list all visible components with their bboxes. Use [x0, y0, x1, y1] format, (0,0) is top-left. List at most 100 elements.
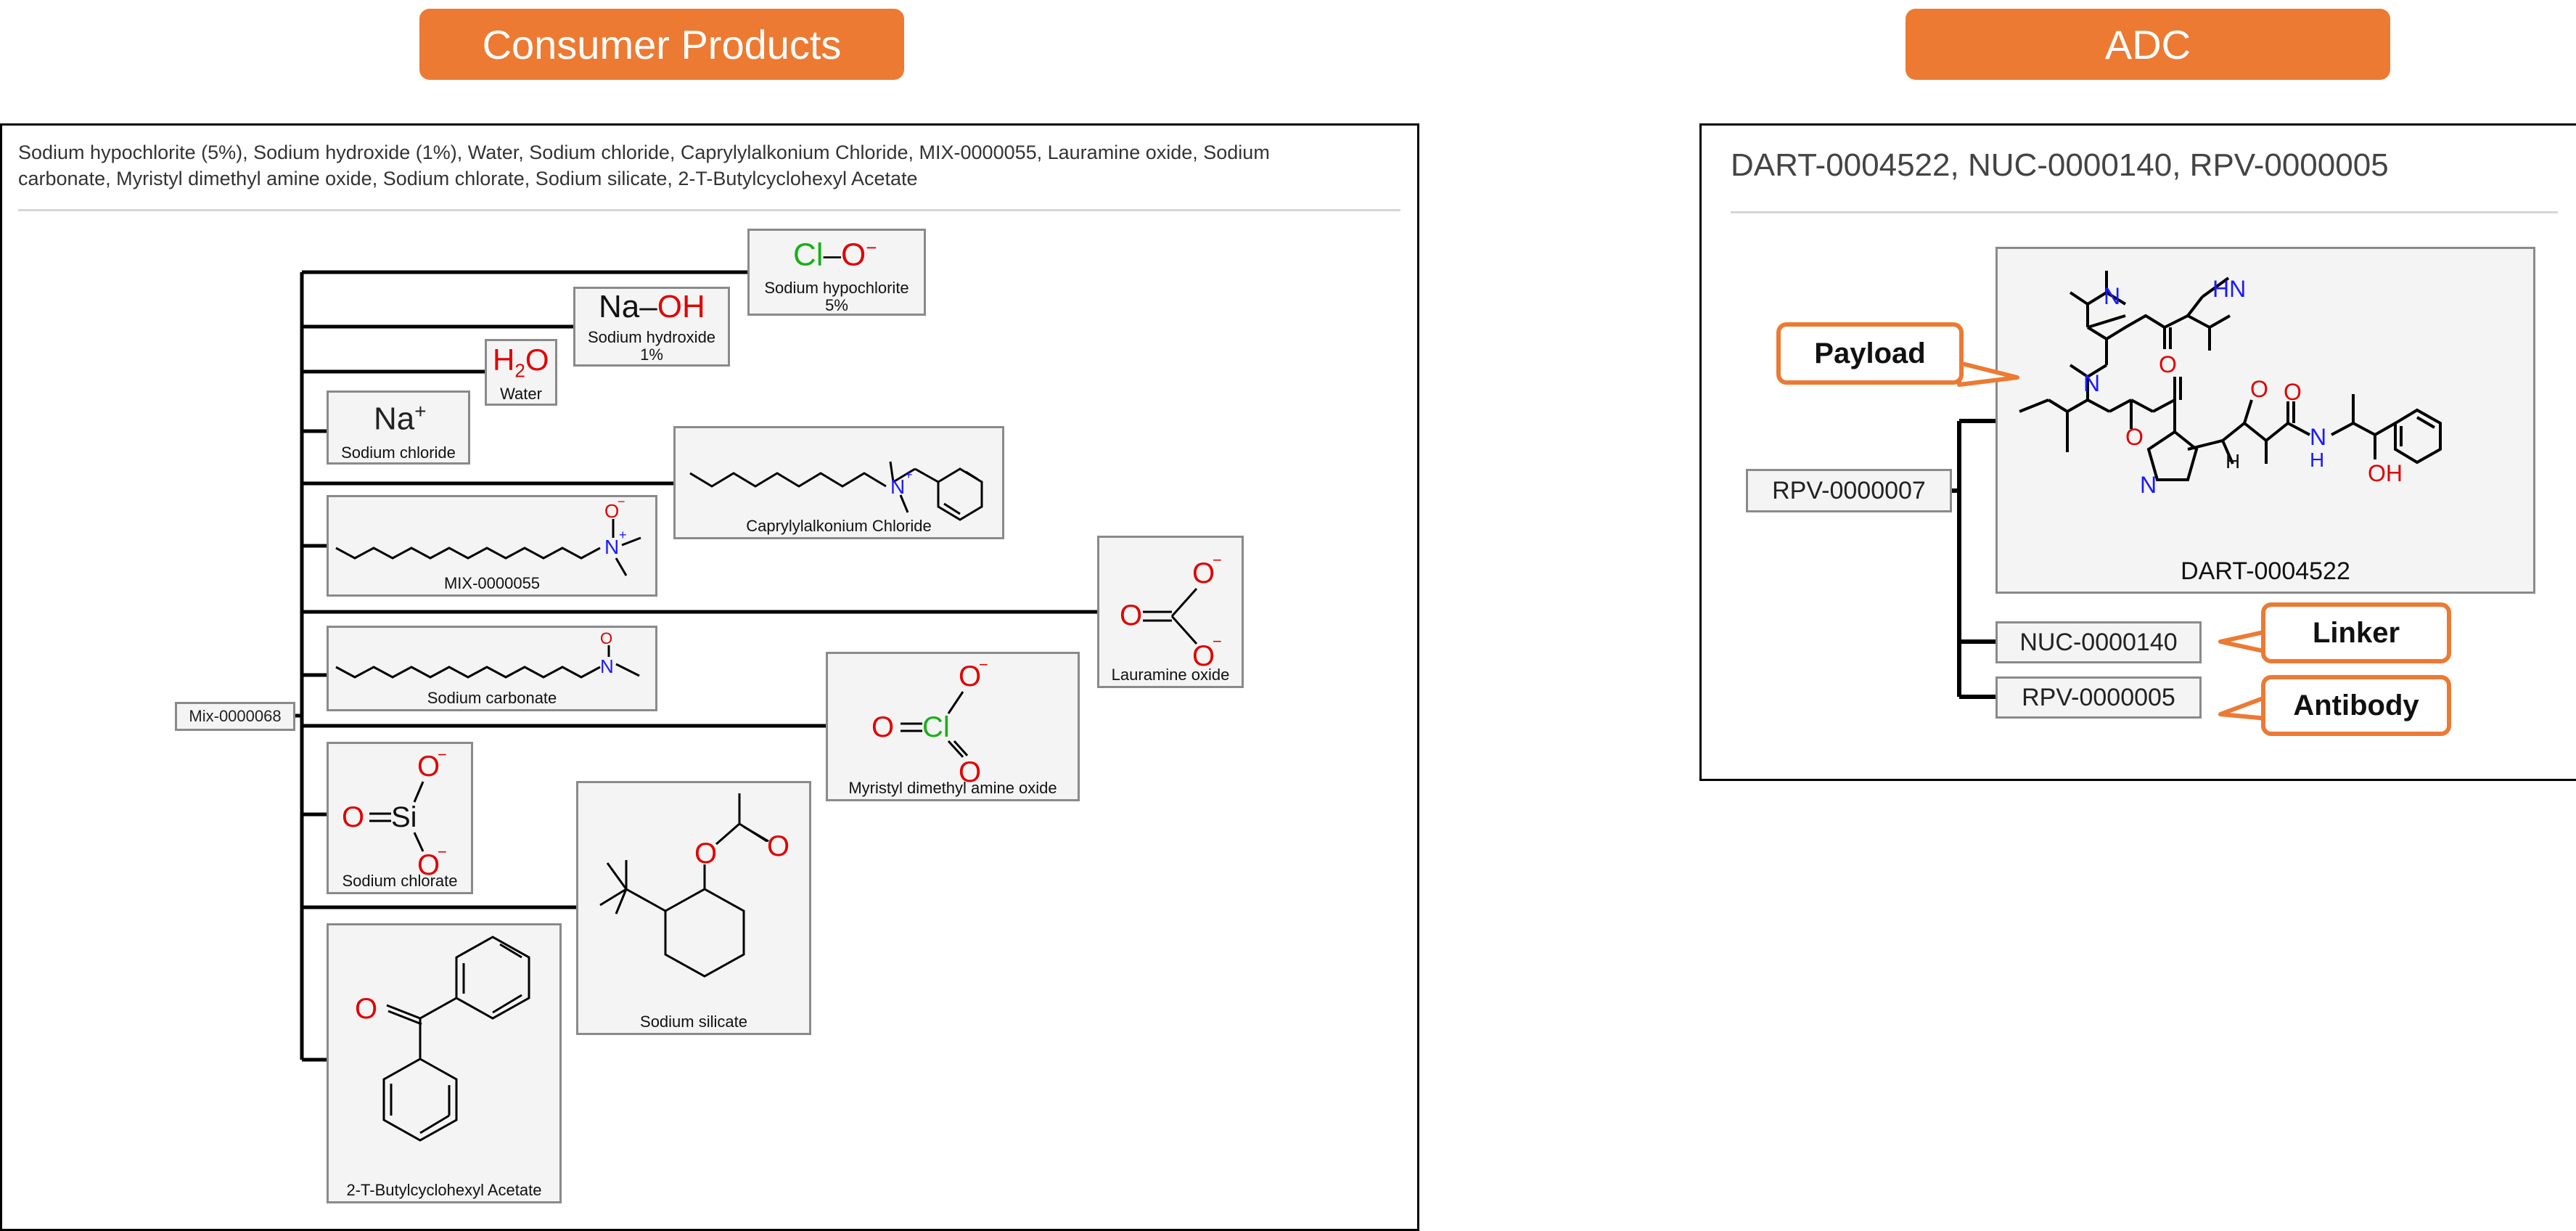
- svg-text:N: N: [604, 536, 619, 558]
- svg-text:Cl: Cl: [922, 711, 950, 743]
- component-label: Myristyl dimethyl amine oxide: [848, 779, 1057, 797]
- caprylylalkonium-structure: N +: [689, 461, 983, 521]
- component-label: 2-T-Butylcyclohexyl Acetate: [346, 1181, 542, 1199]
- svg-text:O: O: [2250, 376, 2268, 402]
- hypochlorite-formula: Cl–O−: [793, 237, 877, 273]
- butylcyclohexyl-acetate-structure: O: [355, 936, 530, 1142]
- component-sodium-chloride[interactable]: Na+ Sodium chloride: [327, 390, 470, 465]
- sodium-chlorate-structure: O Si O − O −: [342, 745, 447, 881]
- mixture-header-line1: Sodium hypochlorite (5%), Sodium hydroxi…: [18, 142, 1270, 163]
- svg-text:H: H: [2310, 449, 2324, 471]
- svg-text:H: H: [2226, 450, 2240, 473]
- adc-header: DART-0004522, NUC-0000140, RPV-0000005: [1731, 147, 2389, 183]
- svg-text:+: +: [619, 528, 627, 542]
- component-sodium-carbonate[interactable]: N O Sodium carbonate: [327, 626, 657, 711]
- payload-card[interactable]: N N HN O N O O O N H H OH DART-0004522: [1995, 247, 2535, 594]
- component-water[interactable]: H2O Water: [485, 339, 557, 406]
- component-label: MIX-0000055: [443, 574, 541, 592]
- component-label: Caprylylalkonium Chloride: [746, 517, 932, 535]
- water-formula: H2O: [493, 343, 549, 382]
- lauramine-oxide-structure: O O − O −: [1120, 551, 1222, 672]
- sodium-carbonate-structure: N O: [335, 629, 640, 679]
- component-label: Lauramine oxide: [1111, 666, 1230, 684]
- adc-root-node[interactable]: RPV-0000007: [1746, 469, 1952, 512]
- svg-text:O: O: [1192, 557, 1215, 589]
- svg-text:−: −: [1213, 632, 1222, 650]
- mix-0000055-structure: N + O −: [335, 494, 641, 576]
- antibody-id: RPV-0000005: [2022, 683, 2175, 711]
- mixture-root-label: Mix-0000068: [189, 707, 282, 725]
- payload-structure: N N HN O N O O O N H H OH: [2019, 271, 2442, 498]
- component-label: Sodium chloride: [341, 443, 456, 462]
- svg-text:O: O: [959, 756, 981, 788]
- sodium-ion-formula: Na+: [374, 400, 427, 437]
- component-label: Water: [500, 385, 542, 403]
- svg-text:O: O: [1192, 640, 1215, 672]
- svg-text:−: −: [438, 745, 447, 764]
- component-label: Sodium hypochlorite: [764, 279, 909, 297]
- svg-text:N: N: [2140, 472, 2157, 498]
- component-sodium-chlorate[interactable]: O Si O − O − Sodium chlorate: [327, 742, 473, 894]
- svg-text:O: O: [417, 751, 440, 782]
- svg-text:O: O: [694, 838, 717, 870]
- myristyl-structure: O Cl O − O: [871, 655, 988, 788]
- sodium-silicate-structure: O O: [599, 793, 789, 978]
- svg-text:O: O: [767, 830, 789, 862]
- payload-id: DART-0004522: [2181, 557, 2350, 585]
- consumer-products-banner: Consumer Products: [419, 9, 904, 80]
- component-sodium-hydroxide[interactable]: Na–OH Sodium hydroxide 1%: [573, 287, 730, 367]
- svg-text:O: O: [342, 801, 364, 833]
- svg-text:Si: Si: [391, 801, 417, 833]
- svg-text:O: O: [600, 629, 612, 647]
- component-percent: 5%: [825, 296, 848, 314]
- adc-header-divider: [1731, 211, 2558, 213]
- hydroxide-formula: Na–OH: [599, 289, 705, 324]
- component-lauramine-oxide[interactable]: O O − O − Lauramine oxide: [1097, 536, 1244, 688]
- svg-text:−: −: [618, 494, 625, 509]
- svg-text:−: −: [1213, 551, 1222, 569]
- component-percent: 1%: [640, 345, 663, 364]
- linker-node[interactable]: NUC-0000140: [1995, 621, 2202, 663]
- component-label: Sodium carbonate: [427, 689, 557, 707]
- svg-text:HN: HN: [2212, 276, 2246, 302]
- svg-text:O: O: [417, 849, 440, 881]
- svg-text:N: N: [2310, 424, 2326, 450]
- mixture-root-node[interactable]: Mix-0000068: [175, 702, 295, 731]
- svg-text:O: O: [871, 711, 894, 743]
- component-myristyl-dimethyl-amine-oxide[interactable]: O Cl O − O Myristyl dimethyl amine oxide: [826, 652, 1080, 801]
- mixture-header-line2: carbonate, Myristyl dimethyl amine oxide…: [18, 168, 918, 189]
- svg-text:O: O: [2159, 351, 2177, 377]
- svg-text:−: −: [438, 843, 447, 861]
- component-sodium-hypochlorite[interactable]: Cl–O− Sodium hypochlorite 5%: [747, 229, 926, 316]
- payload-callout: Payload: [1776, 322, 1964, 385]
- svg-text:O: O: [355, 993, 377, 1025]
- svg-text:N: N: [2104, 283, 2120, 309]
- antibody-callout: Antibody: [2261, 675, 2451, 736]
- component-label: Sodium hydroxide: [587, 328, 716, 346]
- linker-callout: Linker: [2261, 602, 2451, 663]
- component-2-t-butylcyclohexyl-acetate[interactable]: O 2-T-Butylcyclohexyl Acetate: [327, 923, 562, 1203]
- header-divider: [18, 209, 1400, 211]
- adc-root-label: RPV-0000007: [1772, 476, 1926, 504]
- component-caprylylalkonium-chloride[interactable]: N + Caprylylalkonium Chloride: [673, 426, 1004, 539]
- svg-text:N: N: [890, 475, 905, 498]
- svg-text:O: O: [2125, 424, 2144, 450]
- antibody-node[interactable]: RPV-0000005: [1995, 676, 2202, 719]
- svg-text:N: N: [600, 655, 614, 677]
- component-sodium-silicate[interactable]: O O Sodium silicate: [576, 781, 811, 1035]
- svg-text:O: O: [959, 661, 981, 692]
- svg-text:OH: OH: [2368, 460, 2403, 486]
- svg-text:+: +: [905, 467, 913, 482]
- svg-text:O: O: [1120, 600, 1142, 631]
- svg-text:−: −: [979, 655, 988, 674]
- adc-banner: ADC: [1906, 9, 2390, 80]
- svg-text:N: N: [2083, 370, 2100, 396]
- component-label: Sodium silicate: [640, 1013, 747, 1031]
- component-mix-0000055[interactable]: N + O − MIX-0000055: [327, 494, 657, 597]
- component-label: Sodium chlorate: [342, 872, 458, 890]
- svg-text:O: O: [604, 500, 619, 522]
- svg-text:O: O: [2284, 379, 2302, 405]
